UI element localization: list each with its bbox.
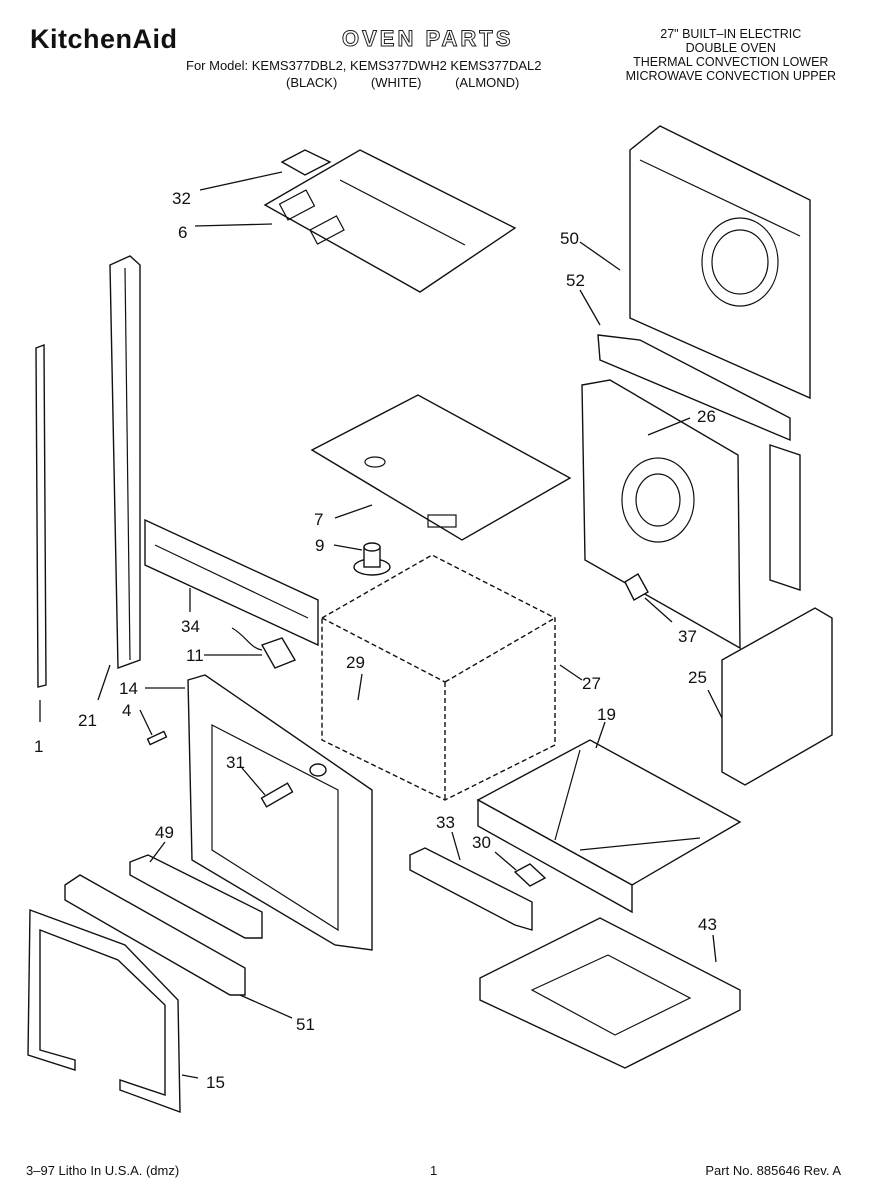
callout-leaders bbox=[39, 171, 723, 1079]
finish-white: (WHITE) bbox=[370, 75, 422, 90]
part-9-knob bbox=[353, 542, 391, 576]
callout-27: 27 bbox=[582, 674, 601, 693]
description-line-2: DOUBLE OVEN bbox=[685, 41, 776, 55]
callout-33: 33 bbox=[436, 813, 455, 832]
callout-30: 30 bbox=[472, 833, 491, 852]
callout-14: 14 bbox=[119, 679, 138, 698]
finish-almond: (ALMOND) bbox=[455, 75, 520, 90]
callout-9: 9 bbox=[315, 536, 324, 555]
callout-15: 15 bbox=[206, 1073, 225, 1092]
product-description: 27" BUILT–IN ELECTRIC DOUBLE OVEN THERMA… bbox=[626, 27, 836, 83]
model-numbers: For Model: KEMS377DBL2, KEMS377DWH2 KEMS… bbox=[186, 58, 542, 73]
callout-34: 34 bbox=[181, 617, 200, 636]
part-4-screw bbox=[146, 730, 168, 746]
part-49-strip bbox=[129, 854, 263, 939]
part-37-clip bbox=[624, 573, 649, 601]
part-33-rail bbox=[409, 847, 533, 931]
callout-43: 43 bbox=[698, 915, 717, 934]
callout-11: 11 bbox=[186, 646, 204, 665]
part-7-oven-top bbox=[310, 394, 572, 541]
part-30-bracket bbox=[513, 863, 547, 887]
part-26-fan-shroud bbox=[581, 379, 801, 650]
callout-32: 32 bbox=[172, 189, 191, 208]
callout-26: 26 bbox=[697, 407, 716, 426]
brand-logo: KitchenAid bbox=[30, 24, 178, 54]
part-21-side-trim bbox=[109, 255, 141, 669]
part-50-back-panel bbox=[629, 125, 811, 400]
part-51-vent-trim bbox=[64, 874, 246, 996]
part-11-wire bbox=[231, 627, 297, 669]
part-19-bottom-panel bbox=[476, 739, 742, 914]
callout-4: 4 bbox=[122, 701, 131, 720]
callout-19: 19 bbox=[597, 705, 616, 724]
page-number: 1 bbox=[430, 1163, 438, 1178]
callout-49: 49 bbox=[155, 823, 174, 842]
part-31-lamp bbox=[260, 763, 327, 808]
part-14-front-frame bbox=[187, 674, 373, 951]
part-number: Part No. 885646 Rev. A bbox=[705, 1163, 841, 1178]
callout-1: 1 bbox=[34, 737, 43, 756]
litho-footer: 3–97 Litho In U.S.A. (dmz) bbox=[26, 1163, 180, 1178]
page-title: OVEN PARTS bbox=[341, 26, 514, 52]
callout-6: 6 bbox=[178, 223, 187, 242]
callout-7: 7 bbox=[314, 510, 323, 529]
finish-black: (BLACK) bbox=[286, 75, 338, 90]
callout-51: 51 bbox=[296, 1015, 315, 1034]
part-6-top-panel bbox=[263, 149, 517, 293]
part-32-plate bbox=[280, 149, 332, 176]
callout-52: 52 bbox=[566, 271, 585, 290]
part-34-control-panel bbox=[144, 518, 319, 647]
callout-labels: 32 6 50 52 26 7 9 34 11 29 27 37 25 14 4… bbox=[34, 189, 717, 1092]
part-27-oven-cavity bbox=[321, 554, 556, 801]
finish-list: (BLACK) (WHITE) (ALMOND) bbox=[286, 75, 549, 90]
description-line-3: THERMAL CONVECTION LOWER bbox=[633, 55, 829, 69]
callout-25: 25 bbox=[688, 668, 707, 687]
callout-29: 29 bbox=[346, 653, 365, 672]
description-line-1: 27" BUILT–IN ELECTRIC bbox=[660, 27, 802, 41]
part-1-rod bbox=[35, 343, 47, 688]
part-15-gasket bbox=[27, 909, 181, 1114]
description-line-4: MICROWAVE CONVECTION UPPER bbox=[625, 69, 836, 83]
part-52-rear-panel bbox=[597, 334, 791, 442]
callout-21: 21 bbox=[78, 711, 97, 730]
callout-50: 50 bbox=[560, 229, 579, 248]
part-25-side-panel bbox=[721, 607, 833, 786]
callout-31: 31 bbox=[226, 753, 245, 772]
part-43-drawer bbox=[479, 917, 741, 1069]
callout-37: 37 bbox=[678, 627, 697, 646]
